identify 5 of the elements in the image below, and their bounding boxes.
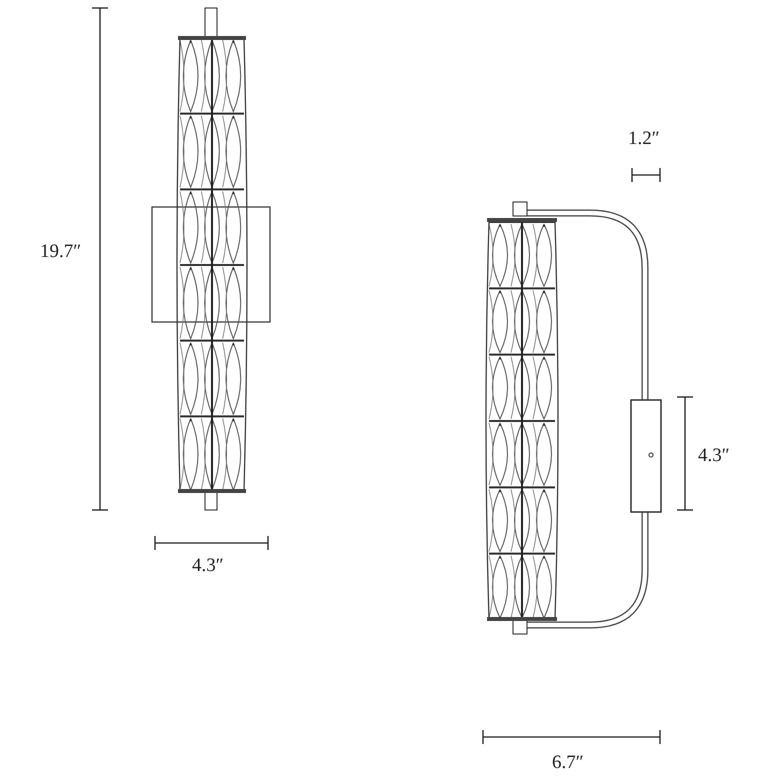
dimension-label: 6.7″ xyxy=(552,751,584,775)
dimension-label: 4.3″ xyxy=(698,444,730,468)
dimension-label: 19.7″ xyxy=(40,240,82,264)
dimension-label: 4.3″ xyxy=(192,554,224,578)
dimension-label: 1.2″ xyxy=(628,127,660,151)
